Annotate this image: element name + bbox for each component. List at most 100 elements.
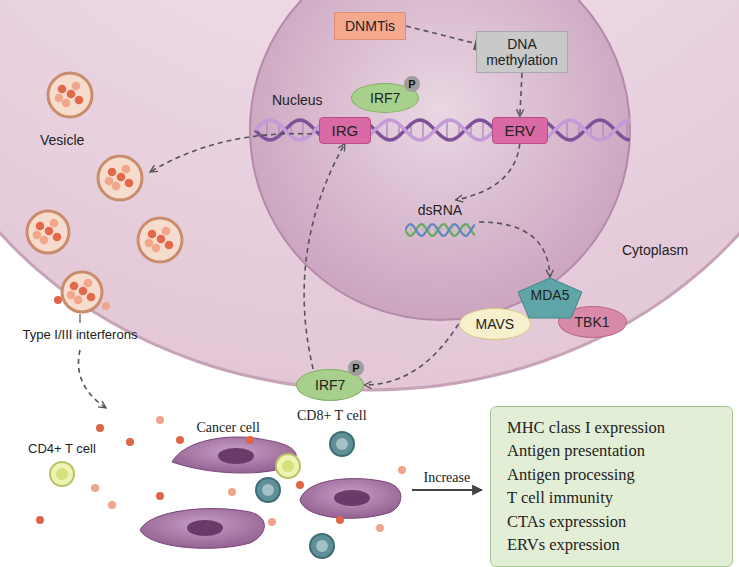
rna-strand bbox=[405, 224, 475, 236]
vesicle bbox=[98, 156, 142, 200]
interferon-dot bbox=[112, 182, 121, 191]
interferon-dot bbox=[36, 222, 45, 231]
helix-strand bbox=[255, 120, 630, 140]
helix-rung bbox=[386, 121, 388, 140]
pentagon-outline bbox=[518, 278, 582, 318]
interferon-dot bbox=[74, 296, 83, 305]
dna-helix bbox=[255, 120, 630, 140]
sensor-pentagon: MDA5 bbox=[518, 277, 582, 319]
interferon-dot bbox=[398, 466, 406, 474]
node-text: T cell immunity bbox=[507, 486, 716, 509]
interferon-dot bbox=[55, 94, 64, 103]
node-text: dsRNA bbox=[405, 202, 475, 218]
interferon-dot bbox=[105, 177, 114, 186]
interferon-dot bbox=[376, 524, 384, 532]
helix-strand bbox=[255, 120, 630, 140]
interferon-dot bbox=[67, 90, 76, 99]
interferon-dot bbox=[79, 287, 88, 296]
cell-label: CD4+ T cell bbox=[28, 441, 96, 456]
dsrna-strands bbox=[405, 218, 475, 242]
rna-strand bbox=[405, 224, 475, 236]
interferon-dot bbox=[102, 302, 110, 310]
cd8-core bbox=[262, 484, 274, 496]
interferon-dot bbox=[53, 233, 62, 242]
connector bbox=[520, 73, 522, 117]
vesicle bbox=[138, 218, 182, 262]
node-text: IRF7 bbox=[370, 90, 400, 106]
interferon-dot bbox=[162, 227, 171, 236]
cell-nucleus bbox=[187, 520, 223, 536]
node-text: MDA5 bbox=[518, 287, 582, 303]
interferon-dot bbox=[91, 484, 99, 492]
interferon-dot bbox=[148, 230, 157, 239]
arrow-label: Increase bbox=[424, 470, 471, 486]
cancer-cell bbox=[140, 509, 264, 549]
node-text: Nucleus bbox=[272, 92, 323, 108]
interferon-dot bbox=[157, 235, 166, 244]
interferon-dot bbox=[336, 516, 344, 524]
node-text: MHC class I expression bbox=[507, 416, 716, 439]
helix-rung bbox=[446, 121, 448, 140]
node-text: CTAs expresssion bbox=[507, 510, 716, 533]
interferon-dot bbox=[156, 492, 164, 500]
cd4-core bbox=[56, 468, 68, 480]
node-text: Antigen presentation bbox=[507, 439, 716, 462]
cell-membrane bbox=[0, 0, 739, 390]
interferon-dot bbox=[117, 173, 126, 182]
process-box: DNA methylation bbox=[476, 31, 568, 73]
dsrna: dsRNA bbox=[401, 200, 479, 244]
node-text: DNMTis bbox=[345, 18, 395, 34]
interferon-dot bbox=[36, 516, 44, 524]
node-text: DNA methylation bbox=[483, 36, 561, 68]
region-label: Cytoplasm bbox=[622, 242, 688, 258]
interferon-dot bbox=[145, 239, 154, 248]
region-label: Vesicle bbox=[40, 132, 84, 148]
interferon-dot bbox=[126, 438, 134, 446]
connector bbox=[364, 324, 458, 385]
cell-label: CD8+ T cell bbox=[297, 408, 367, 424]
helix-rung bbox=[266, 121, 268, 140]
cell-nucleus bbox=[334, 490, 370, 506]
dsrna-rung bbox=[464, 224, 465, 236]
cell-label: Cancer cell bbox=[197, 420, 260, 436]
cancer-cells bbox=[140, 437, 401, 548]
helix-rung bbox=[626, 121, 628, 140]
cd8-core bbox=[316, 540, 328, 552]
interferon-dot bbox=[165, 241, 174, 250]
vesicle bbox=[27, 211, 69, 253]
annotation: Type I/III interferons bbox=[23, 327, 138, 342]
increase-arrow bbox=[412, 489, 482, 491]
inhibition-connector bbox=[406, 26, 476, 44]
interferon-dot bbox=[84, 279, 93, 288]
node-text: Antigen processing bbox=[507, 463, 716, 486]
cancer-cell bbox=[300, 479, 401, 519]
leader-line bbox=[79, 314, 80, 323]
connector bbox=[456, 144, 520, 201]
interferon-dot bbox=[156, 416, 164, 424]
cd8-t-cell bbox=[310, 534, 334, 558]
interferon-dot bbox=[122, 165, 131, 174]
interferon-dot bbox=[176, 436, 184, 444]
cd8-t-cell bbox=[330, 432, 354, 456]
interferon-dot bbox=[50, 219, 59, 228]
interferon-dot bbox=[96, 424, 104, 432]
cd8-core bbox=[336, 438, 348, 450]
helix-rung bbox=[566, 121, 568, 140]
secretion-arrow bbox=[150, 134, 312, 172]
cd4-t-cell bbox=[276, 454, 300, 478]
interferon-dot bbox=[58, 85, 67, 94]
interferon-arrow bbox=[78, 350, 106, 408]
interferon-dot bbox=[228, 488, 236, 496]
outcome-box: MHC class I expressionAntigen presentati… bbox=[490, 406, 733, 567]
drug-box: DNMTis bbox=[334, 12, 406, 40]
connector bbox=[479, 222, 550, 277]
interferon-dot bbox=[45, 227, 54, 236]
interferon-dot bbox=[268, 518, 276, 526]
cd8-t-cell bbox=[256, 478, 280, 502]
interferon-dot bbox=[72, 82, 81, 91]
interferon-dot bbox=[62, 99, 71, 108]
interferon-dot bbox=[152, 244, 161, 253]
interferon-dot bbox=[40, 236, 49, 245]
vesicle bbox=[48, 73, 92, 117]
